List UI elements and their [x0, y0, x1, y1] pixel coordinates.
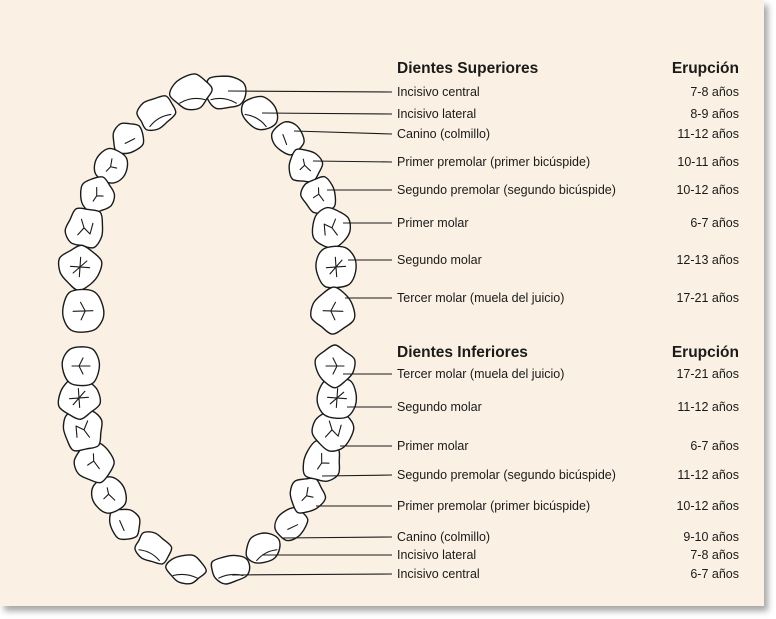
lower-tooth-label: Incisivo lateral — [397, 548, 476, 562]
upper-tooth-age: 6-7 años — [690, 216, 739, 230]
upper-leader-line-first-premolar — [313, 161, 392, 162]
lower-tooth-age: 17-21 años — [676, 367, 739, 381]
lower-tooth-age: 9-10 años — [683, 530, 739, 544]
upper-tooth-label: Incisivo central — [397, 85, 480, 99]
upper-second-molar-tooth-left — [57, 244, 103, 292]
lower-tooth-label: Segundo molar — [397, 400, 482, 414]
upper-leader-line-canine — [294, 131, 392, 134]
upper-tooth-label: Segundo molar — [397, 253, 482, 267]
lower-tooth-label: Segundo premolar (segundo bicúspide) — [397, 468, 616, 482]
upper-tooth-age: 10-12 años — [676, 183, 739, 197]
upper-tooth-label: Incisivo lateral — [397, 107, 476, 121]
lower-tooth-age: 6-7 años — [690, 439, 739, 453]
lower-tooth-label: Canino (colmillo) — [397, 530, 490, 544]
lower-teeth-group — [56, 345, 357, 586]
upper-first-molar-tooth-left — [63, 206, 106, 250]
upper-tooth-label: Segundo premolar (segundo bicúspide) — [397, 183, 616, 197]
lower-third-molar-tooth-left — [62, 347, 99, 386]
lower-tooth-age: 6-7 años — [690, 567, 739, 581]
upper-teeth-group — [57, 72, 358, 335]
lower-heading: Dientes Inferiores — [397, 344, 528, 361]
upper-third-molar-tooth-left — [62, 289, 105, 333]
upper-tooth-label: Canino (colmillo) — [397, 127, 490, 141]
upper-heading: Dientes Superiores — [397, 60, 538, 77]
upper-leader-line-central-incisor — [228, 91, 392, 92]
upper-leader-line-lateral-incisor — [262, 113, 392, 114]
upper-tooth-label: Tercer molar (muela del juicio) — [397, 291, 564, 305]
upper-tooth-age: 12-13 años — [676, 253, 739, 267]
upper-tooth-age: 11-12 años — [677, 127, 739, 141]
lower-tooth-label: Tercer molar (muela del juicio) — [397, 367, 564, 381]
lower-leader-line-central-incisor — [232, 574, 392, 575]
lower-tooth-age: 7-8 años — [690, 548, 739, 562]
lower-tooth-age: 11-12 años — [677, 400, 739, 414]
lower-tooth-label: Primer premolar (primer bicúspide) — [397, 499, 590, 513]
upper-tooth-age: 8-9 años — [690, 107, 739, 121]
upper-tooth-label: Primer molar — [397, 216, 469, 230]
lower-eruption-heading: Erupción — [672, 344, 739, 361]
lower-central-incisor-tooth-right — [210, 554, 251, 586]
upper-tooth-label: Primer premolar (primer bicúspide) — [397, 155, 590, 169]
lower-tooth-age: 10-12 años — [676, 499, 739, 513]
upper-third-molar-tooth-right — [310, 286, 356, 335]
upper-tooth-age: 7-8 años — [690, 85, 739, 99]
lower-central-incisor-tooth-left — [164, 552, 208, 585]
lower-tooth-label: Primer molar — [397, 439, 469, 453]
upper-tooth-age: 10-11 años — [677, 155, 739, 169]
lower-tooth-label: Incisivo central — [397, 567, 480, 581]
upper-second-molar-tooth-right — [315, 245, 358, 289]
upper-eruption-heading: Erupción — [672, 60, 739, 77]
lower-tooth-age: 11-12 años — [677, 468, 739, 482]
upper-tooth-age: 17-21 años — [676, 291, 739, 305]
